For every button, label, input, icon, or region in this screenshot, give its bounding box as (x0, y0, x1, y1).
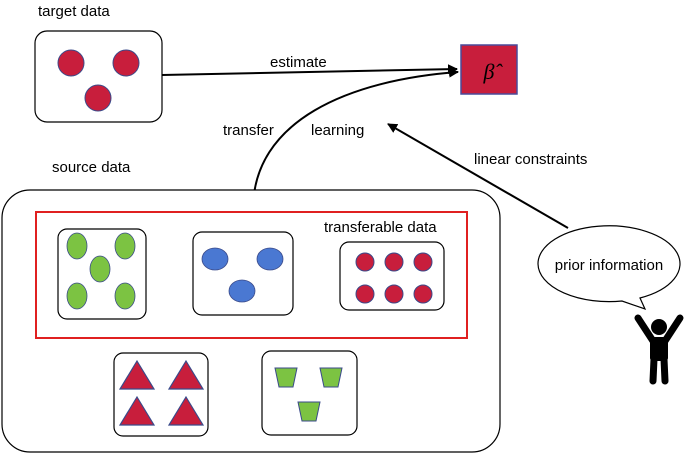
green-point (114, 232, 136, 260)
trapezoid-data-points (274, 367, 343, 422)
triangle-point (118, 359, 156, 390)
blue-point (256, 247, 284, 271)
blue-point (201, 247, 229, 271)
estimate-arrow (161, 64, 458, 76)
triangle-point (118, 395, 156, 426)
trapezoid-point (297, 401, 321, 422)
speech-bubble-icon (537, 225, 681, 311)
red-point (384, 284, 404, 304)
blue-point (228, 279, 256, 303)
source-data-label: source data (52, 159, 131, 176)
transferable-data-frame (35, 211, 468, 339)
green-point (89, 255, 111, 283)
green-point (114, 282, 136, 310)
blue-data-box (192, 231, 294, 316)
red-data-points (355, 252, 433, 304)
transfer-label: transfer (223, 122, 274, 139)
triangle-data-points (118, 359, 205, 426)
transferable-data-label: transferable data (324, 219, 437, 236)
red-point (355, 284, 375, 304)
triangle-point (167, 395, 205, 426)
trapezoid-point (319, 367, 343, 388)
red-point (355, 252, 375, 272)
red-point (384, 252, 404, 272)
estimate-label: estimate (270, 54, 327, 71)
blue-data-points (201, 247, 284, 303)
trapezoid-point (274, 367, 298, 388)
person-arms-raised-icon (634, 314, 684, 385)
linear-constraints-label: linear constraints (474, 151, 587, 168)
transfer-learning-arrow (251, 67, 459, 212)
red-point (413, 252, 433, 272)
triangle-point (167, 359, 205, 390)
green-point (66, 282, 88, 310)
target-data-label: target data (38, 3, 110, 20)
linear-constraints-arrow (387, 123, 569, 229)
target-point (84, 84, 112, 112)
beta-hat-box (460, 44, 518, 95)
green-point (66, 232, 88, 260)
target-data-points (57, 49, 140, 112)
red-point (413, 284, 433, 304)
target-point (57, 49, 85, 77)
green-data-points (66, 232, 136, 310)
trapezoid-data-box (261, 350, 358, 436)
target-point (112, 49, 140, 77)
learning-label: learning (311, 122, 364, 139)
prior-information-label: prior information (555, 257, 663, 274)
